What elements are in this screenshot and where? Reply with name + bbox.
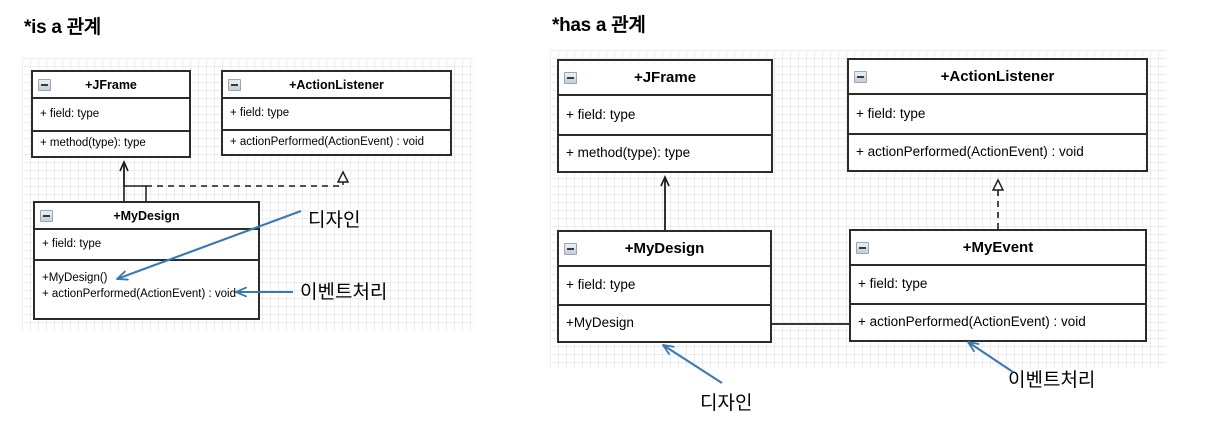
uml-field: + field: type <box>858 276 928 292</box>
uml-field: + field: type <box>856 105 926 121</box>
uml-method: +MyDesign() <box>42 272 108 284</box>
collapse-minus-icon[interactable] <box>856 241 869 254</box>
uml-methods-compartment: + method(type): type <box>559 134 771 171</box>
collapse-minus-icon[interactable] <box>40 209 53 222</box>
uml-fields-compartment: + field: type <box>559 96 771 134</box>
uml-field: + field: type <box>40 107 100 120</box>
collapse-minus-icon[interactable] <box>854 70 867 83</box>
uml-fields-compartment: + field: type <box>33 99 189 130</box>
uml-method: + method(type): type <box>40 137 146 150</box>
uml-method: +MyDesign <box>566 315 634 331</box>
uml-methods-compartment: + actionPerformed(ActionEvent) : void <box>851 303 1145 340</box>
uml-class-name: +MyDesign <box>624 240 705 257</box>
uml-methods-compartment: + actionPerformed(ActionEvent) : void <box>223 129 450 154</box>
uml-class-name: +JFrame <box>633 69 697 86</box>
uml-class-header: +MyDesign <box>35 203 258 230</box>
annotation-left-event: 이벤트처리 <box>300 282 388 303</box>
uml-class-header: +ActionListener <box>849 60 1146 95</box>
uml-methods-compartment: + method(type): type <box>33 130 189 156</box>
uml-class-left-jframe[interactable]: +JFrame + field: type + method(type): ty… <box>31 70 191 158</box>
uml-class-header: +MyEvent <box>851 231 1145 266</box>
uml-field: + field: type <box>42 237 102 250</box>
uml-method: + actionPerformed(ActionEvent) : void <box>856 144 1084 160</box>
uml-methods-compartment: +MyDesign() + actionPerformed(ActionEven… <box>35 259 258 318</box>
uml-class-right-jframe[interactable]: +JFrame + field: type + method(type): ty… <box>557 59 773 173</box>
uml-class-left-mydesign[interactable]: +MyDesign + field: type +MyDesign() + ac… <box>33 201 260 320</box>
uml-field: + field: type <box>566 277 636 293</box>
annotation-right-event: 이벤트처리 <box>1008 370 1096 391</box>
uml-methods-compartment: + actionPerformed(ActionEvent) : void <box>849 133 1146 170</box>
uml-class-right-actionlistener[interactable]: +ActionListener + field: type + actionPe… <box>847 58 1148 172</box>
uml-fields-compartment: + field: type <box>223 99 450 129</box>
uml-method: + actionPerformed(ActionEvent) : void <box>42 287 236 300</box>
section-title-has-a: *has a 관계 <box>552 15 646 36</box>
uml-class-left-actionlistener[interactable]: +ActionListener + field: type + actionPe… <box>221 70 452 156</box>
annotation-right-design: 디자인 <box>700 393 753 414</box>
section-title-is-a: *is a 관계 <box>24 17 101 38</box>
uml-class-name: +ActionListener <box>289 77 384 92</box>
uml-class-right-mydesign[interactable]: +MyDesign + field: type +MyDesign <box>557 230 772 343</box>
collapse-minus-icon[interactable] <box>38 78 51 91</box>
uml-class-header: +JFrame <box>559 61 771 96</box>
uml-class-header: +JFrame <box>33 72 189 99</box>
uml-class-name: +JFrame <box>85 77 137 92</box>
uml-field: + field: type <box>230 107 290 120</box>
uml-fields-compartment: + field: type <box>35 230 258 259</box>
annotation-left-design: 디자인 <box>308 210 361 231</box>
uml-fields-compartment: + field: type <box>559 267 770 304</box>
uml-fields-compartment: + field: type <box>851 266 1145 303</box>
uml-class-header: +ActionListener <box>223 72 450 99</box>
uml-field: + field: type <box>566 106 636 122</box>
uml-fields-compartment: + field: type <box>849 95 1146 133</box>
uml-class-name: +MyEvent <box>962 239 1034 256</box>
collapse-minus-icon[interactable] <box>564 71 577 84</box>
uml-method: + method(type): type <box>566 145 691 161</box>
uml-method: + actionPerformed(ActionEvent) : void <box>230 135 424 148</box>
uml-class-right-myevent[interactable]: +MyEvent + field: type + actionPerformed… <box>849 229 1147 342</box>
uml-methods-compartment: +MyDesign <box>559 304 770 341</box>
collapse-minus-icon[interactable] <box>228 78 241 91</box>
uml-class-name: +MyDesign <box>113 208 180 223</box>
uml-class-header: +MyDesign <box>559 232 770 267</box>
collapse-minus-icon[interactable] <box>564 242 577 255</box>
uml-class-name: +ActionListener <box>940 68 1055 85</box>
uml-method: + actionPerformed(ActionEvent) : void <box>858 314 1086 330</box>
